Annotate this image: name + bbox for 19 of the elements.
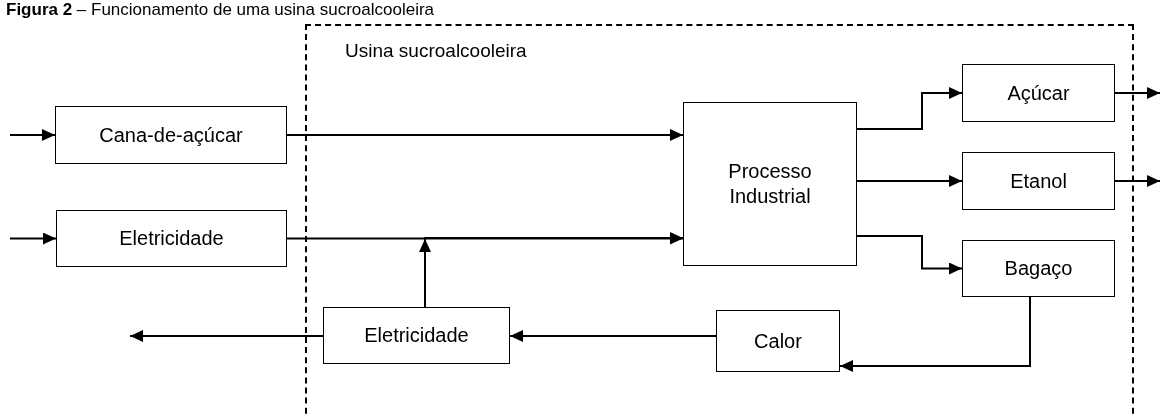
box-label: Cana-de-açúcar <box>99 122 243 148</box>
box-label: Bagaço <box>1004 256 1073 281</box>
region-label: Usina sucroalcooleira <box>345 40 527 62</box>
box-label: Eletricidade <box>364 323 469 348</box>
process-box <box>56 210 287 267</box>
box-label: Processo Industrial <box>727 159 813 209</box>
plant-boundary <box>305 24 1134 415</box>
box-label: Eletricidade <box>119 226 224 251</box>
box-label: Açúcar <box>1007 80 1070 106</box>
process-box <box>323 307 510 364</box>
figure-title: Figura 2 – Funcionamento de uma usina sucroalcooleira <box>6 0 435 20</box>
process-box <box>683 102 857 266</box>
process-box <box>716 310 840 372</box>
process-box <box>962 152 1115 210</box>
box-label: Calor <box>754 328 802 354</box>
process-box <box>962 64 1115 122</box>
process-box <box>55 106 287 164</box>
box-label: Etanol <box>1010 168 1067 194</box>
process-box <box>962 240 1115 297</box>
